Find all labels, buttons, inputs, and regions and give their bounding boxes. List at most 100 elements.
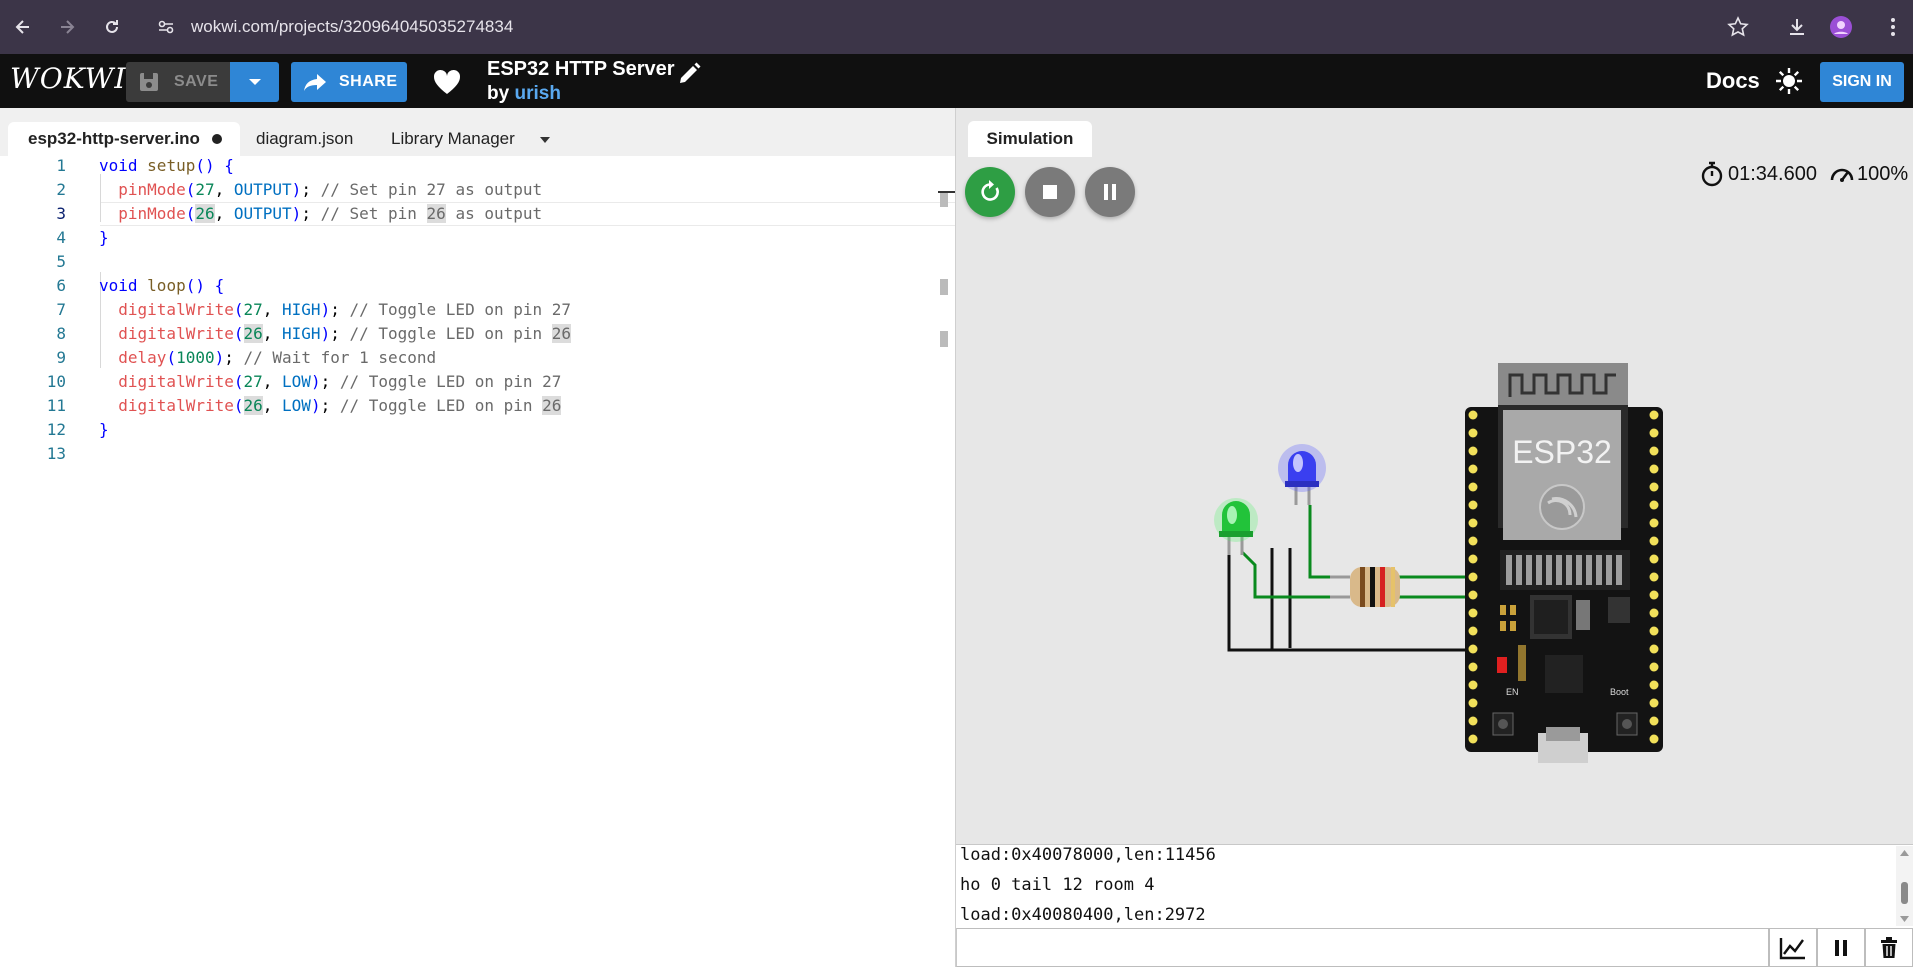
serial-output-line: ho 0 tail 12 room 4 (960, 875, 1155, 895)
author-link[interactable]: urish (514, 83, 561, 104)
tab-label: esp32-http-server.ino (28, 129, 200, 148)
restart-icon (981, 180, 999, 201)
code-line: digitalWrite(26, HIGH); // Toggle LED on… (118, 324, 572, 343)
line-number: 5 (56, 252, 66, 271)
by-label: by (487, 83, 510, 104)
editor-scroll-marker (940, 279, 948, 295)
stop-simulation-button[interactable] (1025, 167, 1075, 217)
serial-output-line: load:0x40080400,len:2972 (960, 905, 1206, 925)
browser-menu-icon[interactable] (1880, 14, 1906, 40)
unsaved-dot-icon (211, 134, 222, 144)
simulation-time: 01:34.600 (1728, 162, 1817, 185)
line-number: 9 (56, 348, 66, 367)
wokwi-logo[interactable]: WOKWI (10, 62, 127, 95)
code-area[interactable]: 1 2 3 4 5 6 7 8 9 10 11 12 13 void setup… (0, 156, 956, 967)
boot-label: Boot (1610, 687, 1629, 697)
share-label: SHARE (339, 73, 398, 90)
pane-divider[interactable] (955, 108, 956, 967)
line-number: 1 (56, 156, 66, 175)
esp32-board[interactable]: ESP32 EN Boot (1465, 363, 1663, 763)
line-number: 13 (46, 444, 66, 463)
line-number: 3 (56, 204, 66, 223)
indent-guide (100, 174, 101, 222)
floppy-icon (140, 73, 158, 91)
tab-esp32-http-server-ino[interactable]: esp32-http-server.ino (8, 122, 240, 156)
forward-icon[interactable] (56, 16, 78, 38)
chart-line-icon (1779, 937, 1805, 959)
chevron-down-icon (248, 79, 261, 85)
simulation-speed: 100% (1856, 162, 1909, 185)
save-button[interactable]: SAVE (126, 62, 230, 102)
code-editor-pane (0, 108, 955, 967)
line-number: 6 (56, 276, 66, 295)
edit-pencil-icon[interactable] (676, 61, 702, 87)
line-number: 2 (56, 180, 66, 199)
code-line: digitalWrite(26, LOW); // Toggle LED on … (118, 396, 562, 415)
plotter-button[interactable] (1769, 928, 1817, 967)
serial-scrollbar[interactable] (1896, 846, 1913, 926)
back-icon[interactable] (12, 16, 34, 38)
site-info-icon[interactable] (155, 16, 177, 38)
esp32-chip-label: ESP32 (1512, 434, 1612, 470)
save-options-dropdown[interactable] (230, 62, 279, 102)
code-line: digitalWrite(27, LOW); // Toggle LED on … (118, 372, 562, 391)
code-line: pinMode(26, OUTPUT); // Set pin 26 as ou… (118, 204, 543, 223)
sign-in-button[interactable]: SIGN IN (1820, 62, 1904, 102)
indent-guide (100, 272, 101, 368)
project-author-line: by urish (487, 83, 561, 105)
current-line-highlight (100, 202, 956, 226)
tab-library-manager[interactable]: Library Manager (391, 129, 515, 148)
tab-simulation[interactable]: Simulation (968, 121, 1092, 157)
address-bar[interactable]: wokwi.com/projects/320964045035274834 (191, 17, 514, 36)
blue-led-signal-wire[interactable] (1308, 505, 1340, 579)
share-button[interactable]: SHARE (291, 62, 407, 102)
share-arrow-icon (304, 74, 326, 91)
heart-icon[interactable] (432, 68, 462, 96)
docs-link[interactable]: Docs (1706, 68, 1760, 93)
restart-simulation-button[interactable] (965, 167, 1015, 217)
pause-icon (1104, 184, 1116, 200)
line-number: 8 (56, 324, 66, 343)
download-icon[interactable] (1784, 14, 1810, 40)
stop-icon (1043, 185, 1057, 199)
line-number: 10 (46, 372, 66, 391)
clear-serial-button[interactable] (1865, 928, 1913, 967)
stopwatch-icon (1701, 161, 1723, 187)
serial-output-line: load:0x40078000,len:11456 (960, 845, 1216, 865)
line-number: 11 (46, 396, 66, 415)
code-line: pinMode(27, OUTPUT); // Set pin 27 as ou… (118, 180, 543, 199)
green-led-signal-wire[interactable] (1240, 550, 1340, 599)
browser-toolbar (0, 0, 1913, 54)
simulation-timer: 01:34.600 100% (1700, 161, 1908, 187)
theme-toggle-sun-icon[interactable] (1774, 66, 1804, 96)
editor-overview-ruler-mark (938, 191, 955, 193)
code-line: void loop() { (99, 276, 225, 295)
resistor[interactable] (1330, 567, 1400, 607)
tab-diagram-json[interactable]: diagram.json (256, 129, 354, 148)
pause-icon (1835, 939, 1847, 956)
en-label: EN (1506, 687, 1519, 697)
profile-avatar[interactable] (1828, 14, 1854, 40)
save-label: SAVE (174, 73, 219, 90)
pause-simulation-button[interactable] (1085, 167, 1135, 217)
editor-scroll-marker (940, 331, 948, 347)
reload-icon[interactable] (101, 16, 123, 38)
simulation-canvas[interactable] (956, 108, 1913, 844)
serial-input-field[interactable] (956, 928, 1769, 967)
app-header (0, 54, 1913, 108)
editor-scroll-marker (940, 193, 948, 207)
code-line: void setup() { (99, 156, 234, 175)
blue-led[interactable] (1278, 444, 1326, 505)
circuit-diagram[interactable]: ESP32 EN Boot (1210, 355, 1670, 775)
trash-icon (1881, 936, 1897, 958)
bookmark-star-icon[interactable] (1725, 14, 1751, 40)
code-line: delay(1000); // Wait for 1 second (118, 348, 437, 367)
code-line: digitalWrite(27, HIGH); // Toggle LED on… (118, 300, 572, 319)
code-line: } (99, 228, 109, 247)
line-number: 7 (56, 300, 66, 319)
line-number: 4 (56, 228, 66, 247)
project-title: ESP32 HTTP Server (487, 58, 675, 80)
green-led[interactable] (1214, 498, 1258, 555)
tabs-dropdown-icon[interactable] (539, 131, 551, 149)
pause-serial-button[interactable] (1817, 928, 1865, 967)
